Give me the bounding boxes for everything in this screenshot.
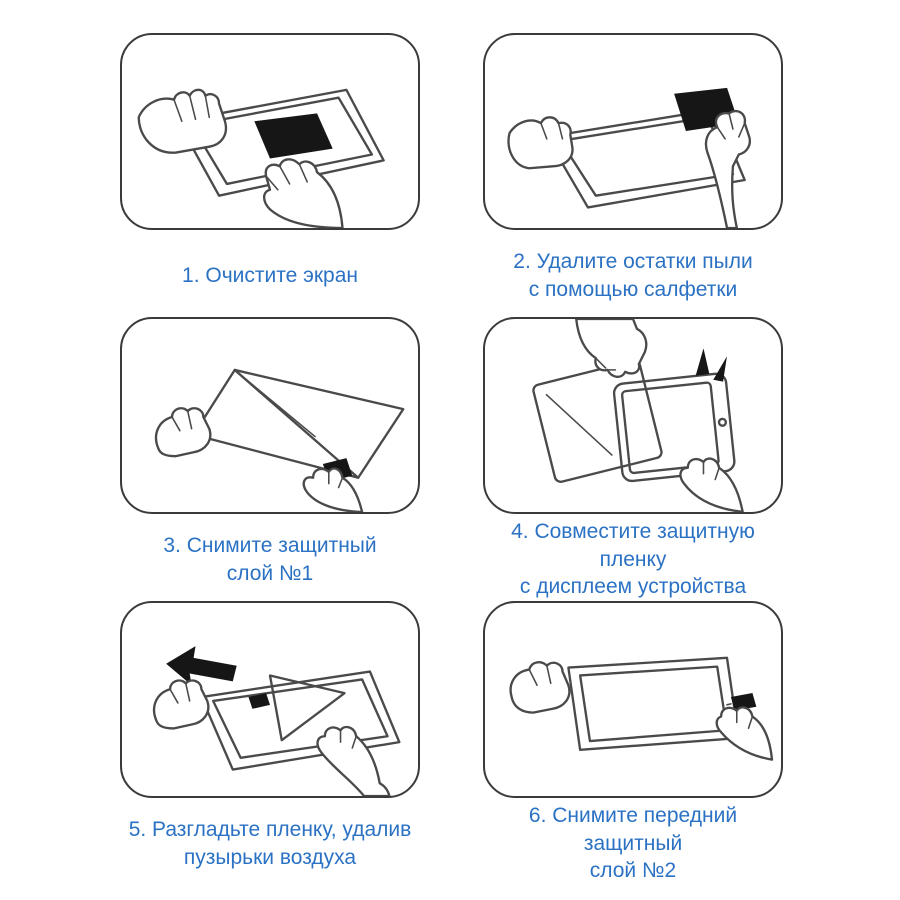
step-6: 6. Снимите передний защитный слой №2 <box>482 601 784 885</box>
left-hand <box>152 679 210 730</box>
film-tab <box>248 693 270 709</box>
home-button <box>717 417 728 427</box>
remove-dust-with-wipe-illustration <box>507 87 752 228</box>
direction-arrow <box>166 646 237 686</box>
pull-tab <box>730 693 757 711</box>
step-4-panel <box>483 317 783 514</box>
right-hand <box>302 467 364 512</box>
left-hand <box>137 88 228 154</box>
right-hand <box>704 109 752 228</box>
left-hand <box>507 116 574 170</box>
step-3-panel <box>120 317 420 514</box>
right-hand <box>715 706 774 761</box>
emphasis-marks <box>695 348 727 382</box>
step-1-panel <box>120 33 420 230</box>
wipe-screen-with-cloth-illustration <box>137 88 385 228</box>
step-2-caption: 2. Удалите остатки пыли с помощью салфет… <box>513 249 753 301</box>
smooth-out-air-bubbles-illustration <box>152 646 401 796</box>
step-5-panel <box>120 601 420 798</box>
squeegee-card <box>268 674 346 742</box>
peel-front-layer-2-illustration <box>509 656 774 761</box>
left-hand <box>154 407 212 458</box>
peel-protective-layer-1-illustration <box>154 368 405 512</box>
top-hand <box>575 319 648 378</box>
align-film-with-display-illustration <box>532 319 744 512</box>
step-5-caption: 5. Разгладьте пленку, удалив пузырьки во… <box>128 817 412 869</box>
cleaning-cloth <box>254 113 333 159</box>
step-6-caption: 6. Снимите передний защитный слой №2 <box>528 803 738 883</box>
step-2-panel <box>483 33 783 230</box>
right-hand <box>262 158 344 228</box>
step-1-caption: 1. Очистите экран <box>182 263 358 287</box>
bottom-right-hand <box>679 457 744 512</box>
protective-film <box>532 359 663 483</box>
protective-film-sheet <box>192 368 405 479</box>
step-1: 1. Очистите экран <box>120 33 420 317</box>
step-4: 4. Совместите защитную пленку с дисплеем… <box>482 317 784 601</box>
step-6-panel <box>483 601 783 798</box>
step-5: 5. Разгладьте пленку, удалив пузырьки во… <box>120 601 420 885</box>
step-2: 2. Удалите остатки пыли с помощью салфет… <box>482 33 784 317</box>
step-3: 3. Снимите защитный слой №1 <box>120 317 420 601</box>
left-hand <box>509 661 571 714</box>
step-3-caption: 3. Снимите защитный слой №1 <box>163 533 377 585</box>
step-4-caption: 4. Совместите защитную пленку с дисплеем… <box>511 519 755 599</box>
right-hand <box>316 725 391 796</box>
